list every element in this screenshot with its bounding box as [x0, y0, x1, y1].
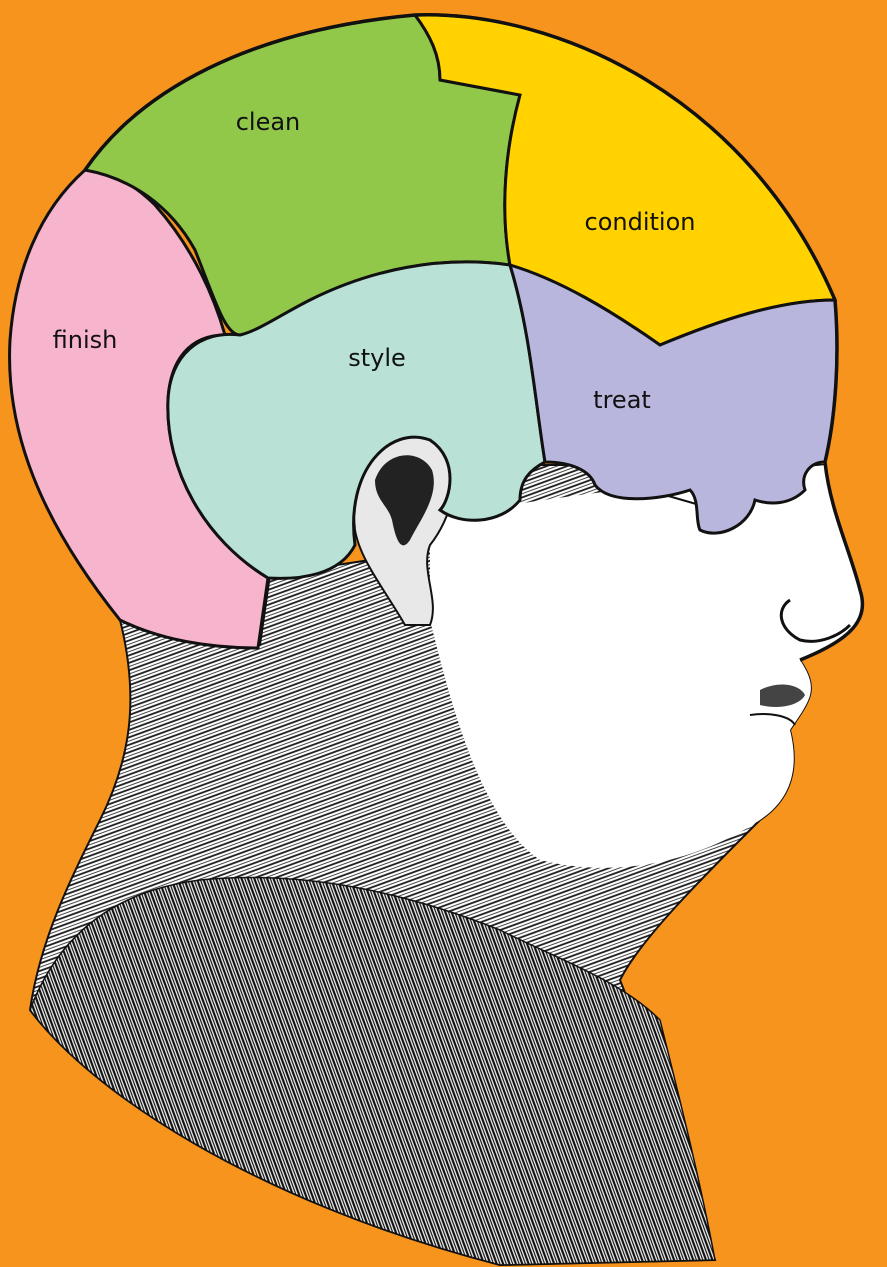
- label-clean: clean: [236, 108, 301, 136]
- label-condition: condition: [585, 208, 696, 236]
- label-treat: treat: [593, 386, 651, 414]
- label-style: style: [348, 344, 406, 372]
- face-area: [430, 465, 863, 868]
- label-finish: finish: [53, 326, 118, 354]
